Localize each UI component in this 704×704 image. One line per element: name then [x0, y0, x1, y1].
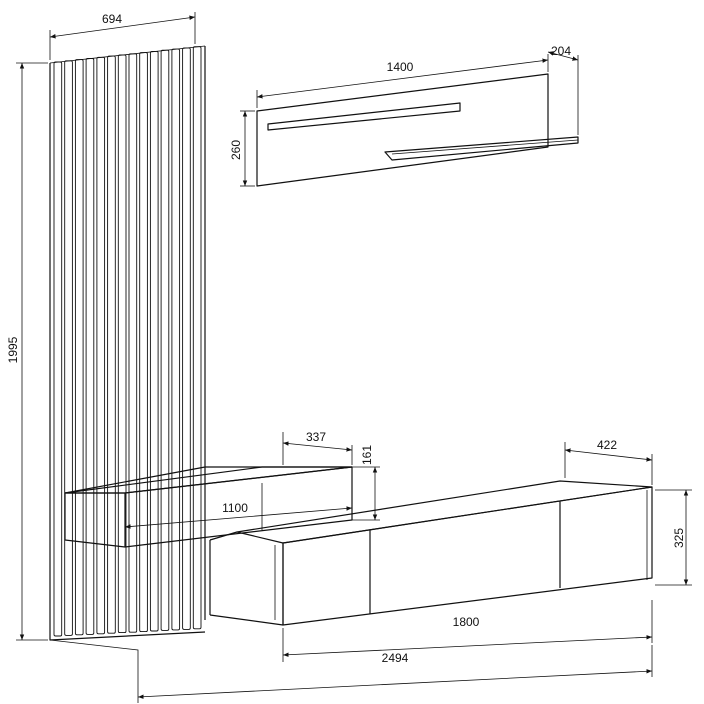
label-shelf-height: 260: [229, 140, 243, 160]
label-shelf-depth: 204: [551, 44, 571, 58]
tv-unit: [209, 480, 653, 626]
shelf-back-panel: [256, 73, 549, 187]
panel-slat: [171, 48, 181, 631]
panel-slat: [64, 60, 73, 636]
tv-unit-top: [236, 480, 653, 544]
label-tv-unit-width: 1800: [453, 615, 480, 629]
dimension-labels: 694 1995 1400 204 260 337 161 1100 422 3…: [6, 12, 686, 665]
panel-top-edge: [49, 45, 206, 64]
panel-slat: [96, 56, 106, 635]
label-shelf-width: 1400: [387, 60, 414, 74]
panel-slat: [192, 46, 202, 630]
dimension-lines: [16, 12, 692, 703]
label-cabinet-width: 1100: [222, 501, 248, 515]
label-panel-height: 1995: [6, 336, 20, 363]
shelf-right: [384, 136, 579, 161]
panel-slat: [85, 58, 95, 635]
panel-slats: [53, 46, 202, 637]
panel-slat: [107, 55, 116, 634]
panel-slat: [182, 47, 191, 630]
label-cabinet-depth: 337: [306, 430, 326, 444]
panel-outline: [49, 63, 206, 641]
label-tv-unit-height: 325: [672, 528, 686, 548]
panel-slat: [74, 59, 84, 636]
label-cabinet-height: 161: [360, 445, 374, 465]
panel-slat: [160, 49, 170, 631]
shelf-left: [267, 102, 461, 131]
label-tv-unit-depth: 422: [597, 438, 617, 452]
label-panel-width: 694: [102, 12, 122, 26]
label-total-width: 2494: [382, 651, 409, 665]
tv-unit-front: [282, 486, 653, 626]
slatted-wall-panel: [49, 45, 206, 641]
panel-slat: [53, 61, 63, 637]
